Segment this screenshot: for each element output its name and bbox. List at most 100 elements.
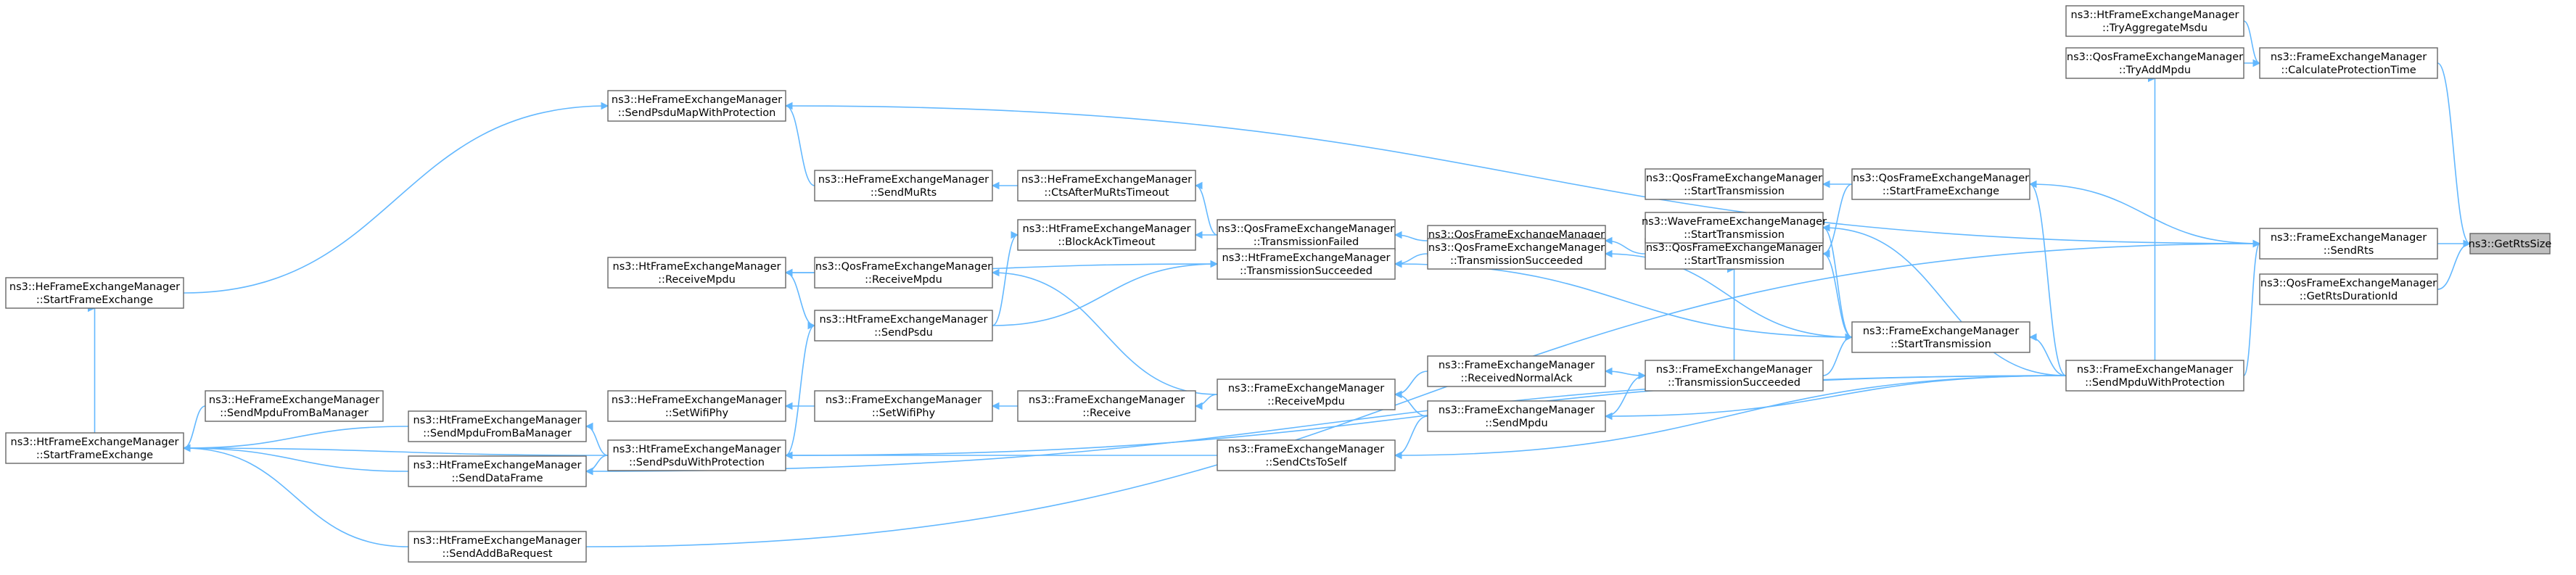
node-class-label: ns3::QosFrameExchangeManager — [2260, 278, 2437, 289]
node-box — [814, 390, 993, 422]
call-edge — [1822, 227, 1853, 338]
arrowhead-icon — [2252, 239, 2261, 248]
node-method-label: ::SendMpdu — [1485, 418, 1547, 429]
arrowhead-icon — [1394, 390, 1402, 399]
node-class-label: ns3::HtFrameExchangeManager — [1023, 223, 1191, 235]
node-qosfem-getrtsdurationid[interactable]: ns3::QosFrameExchangeManager::GetRtsDura… — [2259, 273, 2438, 305]
node-box — [607, 257, 786, 289]
node-class-label: ns3::HtFrameExchangeManager — [613, 261, 781, 273]
arrowhead-icon — [1604, 249, 1613, 258]
node-method-label: ::BlockAckTimeout — [1058, 236, 1156, 248]
node-box — [1645, 212, 1824, 244]
node-qosfem-startframeexchange[interactable]: ns3::QosFrameExchangeManager::StartFrame… — [1851, 168, 2030, 200]
node-class-label: ns3::QosFrameExchangeManager — [2067, 51, 2243, 63]
node-class-label: ns3::FrameExchangeManager — [1863, 326, 2019, 337]
node-method-label: ::SendMpduFromBaManager — [423, 428, 572, 439]
node-qosfem-transmissionsucceeded[interactable]: ns3::QosFrameExchangeManager::Transmissi… — [1427, 238, 1606, 270]
arrowhead-icon — [991, 181, 1000, 190]
node-fem-sendmpdu[interactable]: ns3::FrameExchangeManager::SendMpdu — [1427, 400, 1606, 432]
node-method-label: ::CtsAfterMuRtsTimeout — [1044, 187, 1169, 199]
node-method-label: ::TryAggregateMsdu — [2102, 22, 2207, 34]
node-method-label: ::GetRtsDurationId — [2300, 291, 2398, 302]
arrowhead-icon — [1011, 231, 1019, 239]
node-htfem-blockacktimeout[interactable]: ns3::HtFrameExchangeManager::BlockAckTim… — [1017, 219, 1196, 251]
node-class-label: ns3::HtFrameExchangeManager — [413, 460, 582, 471]
node-method-label: ::SendPsdu — [874, 327, 933, 339]
node-fem-setwifiphy[interactable]: ns3::FrameExchangeManager::SetWifiPhy — [814, 390, 993, 422]
arrowhead-icon — [1604, 367, 1613, 376]
node-hefem-startframeexchange[interactable]: ns3::HeFrameExchangeManager::StartFrameE… — [5, 277, 184, 309]
arrowhead-icon — [1822, 180, 1830, 189]
node-fem-sendctstoself[interactable]: ns3::FrameExchangeManager::SendCtsToSelf — [1217, 439, 1396, 471]
node-htfem-sendpsdu[interactable]: ns3::HtFrameExchangeManager::SendPsdu — [814, 310, 993, 342]
node-htfem-transmissionsucceeded[interactable]: ns3::HtFrameExchangeManager::Transmissio… — [1217, 248, 1396, 280]
node-htfem-startframeexchange[interactable]: ns3::HtFrameExchangeManager::StartFrameE… — [5, 432, 184, 464]
node-htfem-sendaddbarequest[interactable]: ns3::HtFrameExchangeManager::SendAddBaRe… — [408, 531, 587, 563]
node-hefem-sendmurts[interactable]: ns3::HeFrameExchangeManager::SendMuRts — [814, 170, 993, 202]
node-method-label: ::CalculateProtectionTime — [2281, 65, 2416, 76]
node-htfem-sendpsduwithprotection[interactable]: ns3::HtFrameExchangeManager::SendPsduWit… — [607, 439, 786, 471]
arrowhead-icon — [991, 268, 1000, 277]
node-class-label: ns3::HtFrameExchangeManager — [613, 444, 781, 455]
arrowhead-icon — [1822, 223, 1830, 232]
node-hefem-ctsaftermurtstimeout[interactable]: ns3::HeFrameExchangeManager::CtsAfterMuR… — [1017, 170, 1196, 202]
node-qosfem-starttransmission-b[interactable]: ns3::QosFrameExchangeManager::StartTrans… — [1645, 168, 1824, 200]
call-edge — [992, 234, 1019, 326]
node-fem-receivednormalack[interactable]: ns3::FrameExchangeManager::ReceivedNorma… — [1427, 355, 1606, 387]
node-box — [2065, 5, 2244, 37]
node-class-label: ns3::HtFrameExchangeManager — [1222, 252, 1391, 264]
call-edge — [1822, 183, 1853, 255]
node-box — [2065, 360, 2244, 392]
call-edge — [2243, 243, 2260, 376]
call-edge — [2437, 243, 2471, 290]
node-method-label: ::SendPsduWithProtection — [629, 457, 765, 468]
node-method-label: ::TransmissionSucceeded — [1668, 377, 1801, 389]
node-method-label: ::SendDataFrame — [451, 473, 543, 484]
call-edge — [785, 105, 2260, 244]
node-hefem-setwifiphy[interactable]: ns3::HeFrameExchangeManager::SetWifiPhy — [607, 390, 786, 422]
node-fem-sendrts[interactable]: ns3::FrameExchangeManager::SendRts — [2259, 228, 2438, 260]
node-hefem-sendpsdumapwithprotection[interactable]: ns3::HeFrameExchangeManager::SendPsduMap… — [607, 90, 786, 122]
call-edge — [1605, 375, 1646, 417]
node-hefem-sendmpdufrombamanager[interactable]: ns3::HeFrameExchangeManager::SendMpduFro… — [205, 390, 384, 422]
node-qosfem-tryaddmpdu[interactable]: ns3::QosFrameExchangeManager::TryAddMpdu — [2065, 47, 2244, 79]
node-method-label: ::TransmissionFailed — [1254, 236, 1359, 248]
node-box — [1017, 219, 1196, 251]
node-qosfem-receivempdu[interactable]: ns3::QosFrameExchangeManager::ReceiveMpd… — [814, 257, 993, 289]
node-class-label: ns3::FrameExchangeManager — [1439, 405, 1594, 416]
node-htfem-sendmpdufrombamanager[interactable]: ns3::HtFrameExchangeManager::SendMpduFro… — [408, 410, 587, 442]
node-htfem-senddataframe[interactable]: ns3::HtFrameExchangeManager::SendDataFra… — [408, 455, 587, 487]
node-method-label: ::SendPsduMapWithProtection — [618, 107, 776, 119]
node-htfem-tryaggregatemsdu[interactable]: ns3::HtFrameExchangeManager::TryAggregat… — [2065, 5, 2244, 37]
node-fem-calculateprotectiontime[interactable]: ns3::FrameExchangeManager::CalculateProt… — [2259, 47, 2438, 79]
node-qosfem-transmissionfailed[interactable]: ns3::QosFrameExchangeManager::Transmissi… — [1217, 219, 1396, 251]
node-method-label: ::ReceiveMpdu — [865, 274, 942, 286]
arrowhead-icon — [1638, 371, 1647, 380]
node-method-label: ::TransmissionSucceeded — [1240, 265, 1373, 277]
node-fem-starttransmission[interactable]: ns3::FrameExchangeManager::StartTransmis… — [1851, 321, 2030, 353]
node-getrtssize[interactable]: ns3::GetRtsSize — [2469, 233, 2552, 255]
node-class-label: ns3::QosFrameExchangeManager — [1646, 242, 1822, 254]
node-htfem-receivempdu[interactable]: ns3::HtFrameExchangeManager::ReceiveMpdu — [607, 257, 786, 289]
node-method-label: ::SetWifiPhy — [872, 408, 936, 419]
node-method-label: ::SendMuRts — [871, 187, 937, 199]
node-fem-transmissionsucceeded[interactable]: ns3::FrameExchangeManager::TransmissionS… — [1645, 360, 1824, 392]
node-box — [1851, 168, 2030, 200]
node-qosfem-starttransmission-a[interactable]: ns3::QosFrameExchangeManager::StartTrans… — [1645, 238, 1824, 270]
node-wavefem-starttransmission[interactable]: ns3::WaveFrameExchangeManager::StartTran… — [1642, 212, 1827, 244]
node-fem-receive[interactable]: ns3::FrameExchangeManager::Receive — [1017, 390, 1196, 422]
arrowhead-icon — [601, 102, 609, 110]
arrowhead-icon — [2252, 59, 2261, 67]
node-box — [1851, 321, 2030, 353]
node-class-label: ns3::QosFrameExchangeManager — [1218, 223, 1394, 235]
node-fem-sendmpduwithprotection[interactable]: ns3::FrameExchangeManager::SendMpduWithP… — [2065, 360, 2244, 392]
node-box — [814, 257, 993, 289]
node-box — [1427, 355, 1606, 387]
node-fem-receivempdu[interactable]: ns3::FrameExchangeManager::ReceiveMpdu — [1217, 378, 1396, 410]
arrowhead-icon — [1394, 231, 1402, 239]
arrowhead-icon — [1822, 249, 1830, 258]
node-class-label: ns3::FrameExchangeManager — [1228, 444, 1384, 455]
node-method-label: ::SendAddBaRequest — [442, 548, 552, 560]
node-class-label: ns3::FrameExchangeManager — [1029, 394, 1185, 406]
arrowhead-icon — [991, 402, 1000, 410]
